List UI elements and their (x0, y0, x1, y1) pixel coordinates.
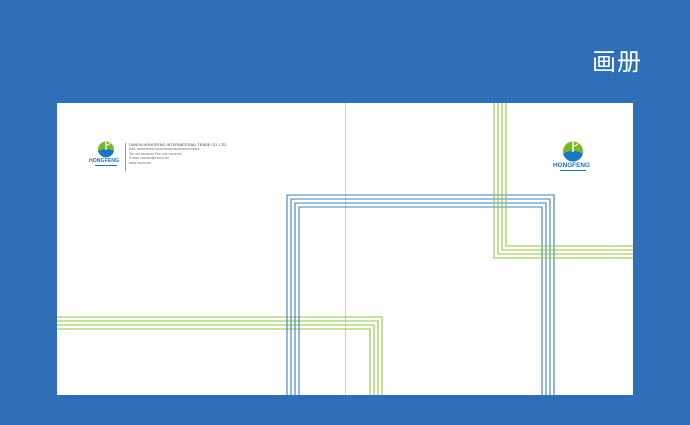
green-line-group-right (493, 103, 633, 259)
green-line-group-left (57, 316, 383, 395)
brochure-spread: HONGFENG GANSU HONGFENG INTERNATIONAL TR… (57, 103, 633, 395)
logo-underline (95, 165, 117, 166)
page-title: 画册 (592, 48, 642, 76)
hongfeng-globe-icon (563, 141, 583, 162)
contact-phone: Tel: xxx xxxxxxxx Fax: xxx xxxxxxxx (129, 151, 182, 156)
logo-wordmark: HONGFENG (553, 162, 590, 169)
contact-block: GANSU HONGFENG INTERNATIONAL TRADE CO.,L… (129, 143, 226, 165)
contact-address: Add: xxxxxxxxxxxxxxxxxxxxxxxxxxxxxxxxxxx… (129, 147, 200, 152)
contact-company: GANSU HONGFENG INTERNATIONAL TRADE CO.,L… (129, 143, 227, 147)
logo-separator (125, 143, 126, 171)
decorative-lines (57, 103, 633, 395)
contact-web: www.xxxxx.xxx (129, 160, 151, 165)
blue-line-group-center (286, 194, 555, 395)
contact-email: E-mail: xxxxxxx@xxxxx.xxx (129, 156, 170, 161)
hongfeng-globe-icon (98, 141, 114, 158)
fold-line (345, 103, 346, 395)
logo-wordmark: HONGFENG (89, 158, 119, 164)
logo-underline (560, 170, 586, 171)
